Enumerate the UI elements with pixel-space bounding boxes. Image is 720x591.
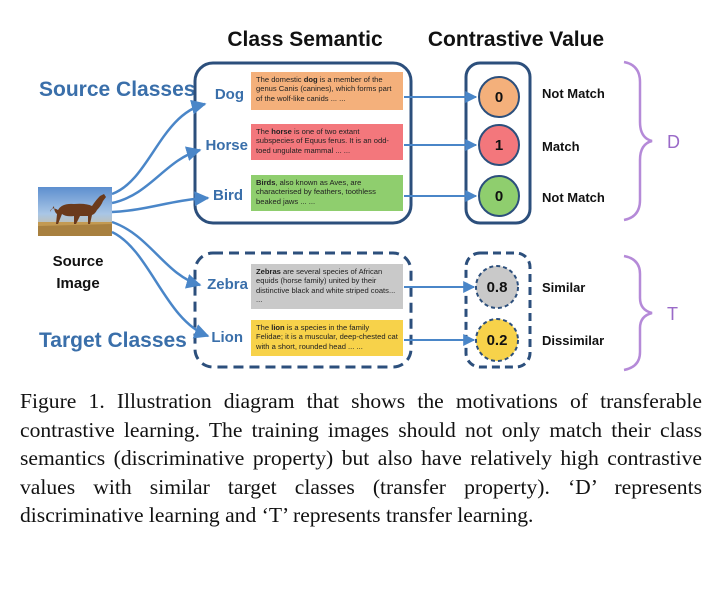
value-circle-dog xyxy=(478,76,520,118)
class-name-lion: Lion xyxy=(211,329,243,346)
desc-box-lion-bg xyxy=(251,320,403,356)
desc-text-dog: The domestic dog is a member of the genu… xyxy=(256,75,392,103)
arrow-image-to-dog xyxy=(111,99,207,196)
arrow-image-to-lion xyxy=(111,230,210,339)
desc-box-horse-bg xyxy=(251,124,403,160)
header-class-semantic: Class Semantic xyxy=(227,28,383,51)
brace-label-t: T xyxy=(667,304,678,324)
desc-text-zebra: Zebras are several species of African eq… xyxy=(256,267,396,305)
verdict-bird: Not Match xyxy=(542,190,605,205)
value-circle-bird xyxy=(478,175,520,217)
verdict-zebra: Similar xyxy=(542,280,585,295)
desc-box-zebra-bg xyxy=(251,264,403,309)
value-circle-zebra xyxy=(475,265,519,309)
value-horse: 1 xyxy=(495,137,503,154)
arrow-image-to-bird xyxy=(111,191,210,214)
class-name-dog: Dog xyxy=(215,86,244,103)
value-dog: 0 xyxy=(495,89,503,106)
verdict-lion: Dissimilar xyxy=(542,333,604,348)
value-bird: 0 xyxy=(495,188,503,205)
value-lion: 0.2 xyxy=(487,332,508,349)
source-image-horse xyxy=(38,187,112,236)
verdict-dog: Not Match xyxy=(542,86,605,101)
source-classes-container xyxy=(193,61,413,225)
desc-box-bird-bg xyxy=(251,175,403,211)
brace-d xyxy=(623,60,653,222)
source-classes-label: Source Classes xyxy=(39,78,195,101)
source-image-label-line1: Source xyxy=(53,253,104,270)
target-values-container xyxy=(464,251,532,369)
value-circle-lion xyxy=(475,318,519,362)
class-name-horse: Horse xyxy=(205,137,248,154)
figure-caption: Figure 1. Illustration diagram that show… xyxy=(20,389,702,527)
desc-box-dog-bg xyxy=(251,72,403,110)
brace-label-d: D xyxy=(667,132,680,152)
desc-text-horse: The horse is one of two extant subspecie… xyxy=(256,127,389,155)
diagram: Class Semantic Contrastive Value Source … xyxy=(38,28,680,372)
value-zebra: 0.8 xyxy=(487,279,508,296)
target-classes-container xyxy=(193,251,413,369)
brace-t xyxy=(623,254,653,372)
class-name-bird: Bird xyxy=(213,187,243,204)
desc-text-bird: Birds, also known as Aves, are character… xyxy=(256,178,376,206)
arrow-image-to-horse xyxy=(111,146,202,205)
target-classes-label: Target Classes xyxy=(39,329,187,352)
desc-text-lion: The lion is a species in the family Feli… xyxy=(256,323,398,351)
source-image-label-line2: Image xyxy=(56,275,99,292)
header-contrastive-value: Contrastive Value xyxy=(428,28,604,51)
value-circle-horse xyxy=(478,124,520,166)
arrow-image-to-zebra xyxy=(111,220,202,289)
class-name-zebra: Zebra xyxy=(207,276,249,293)
verdict-horse: Match xyxy=(542,139,580,154)
